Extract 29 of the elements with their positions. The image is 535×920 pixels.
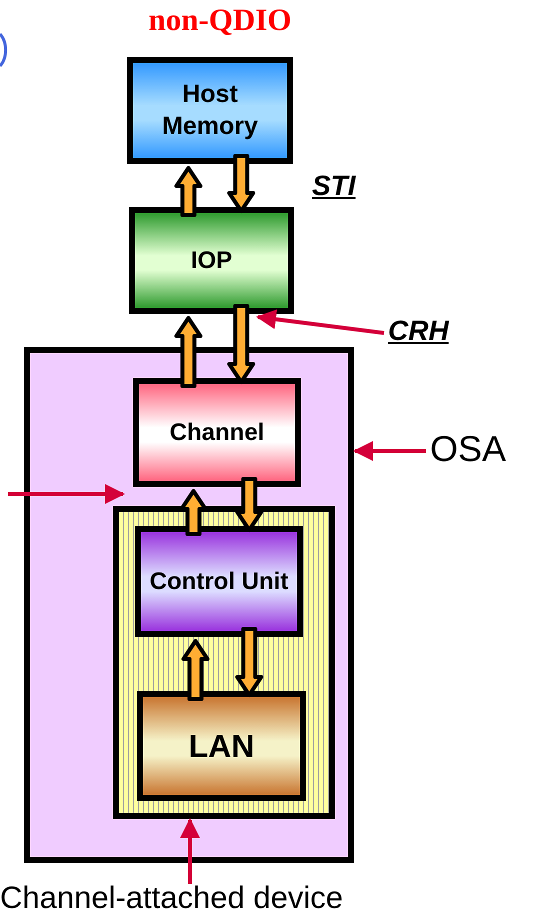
block-arrow bbox=[235, 477, 264, 532]
leader-arrow bbox=[8, 484, 125, 504]
block-arrow bbox=[174, 166, 202, 217]
callout-label: CRH bbox=[388, 315, 449, 347]
process-box bbox=[133, 378, 301, 487]
process-box bbox=[137, 691, 306, 801]
diagram-title: non-QDIO bbox=[148, 2, 292, 38]
callout-label: STI bbox=[312, 170, 356, 202]
process-box bbox=[127, 57, 293, 164]
box-label: Channel bbox=[170, 418, 264, 448]
box-label: Host Memory bbox=[161, 79, 259, 142]
block-arrow bbox=[227, 304, 256, 384]
leader-arrow bbox=[180, 818, 200, 884]
process-box bbox=[135, 526, 303, 637]
box-label: Control Unit bbox=[150, 566, 288, 596]
block-arrow bbox=[181, 639, 210, 701]
box-label: LAN bbox=[188, 727, 254, 766]
block-arrow bbox=[174, 316, 202, 388]
block-arrow bbox=[235, 627, 264, 697]
striped-container-box bbox=[113, 506, 335, 819]
box-label: IOP bbox=[190, 246, 232, 276]
block-arrow bbox=[227, 154, 256, 213]
process-box bbox=[129, 207, 294, 314]
container-box bbox=[24, 347, 354, 863]
leader-arrow bbox=[256, 309, 384, 335]
leader-arrow bbox=[353, 441, 426, 461]
block-arrow bbox=[179, 489, 208, 536]
callout-label: OSA bbox=[430, 428, 506, 470]
callout-label: Channel-attached device bbox=[0, 880, 343, 916]
